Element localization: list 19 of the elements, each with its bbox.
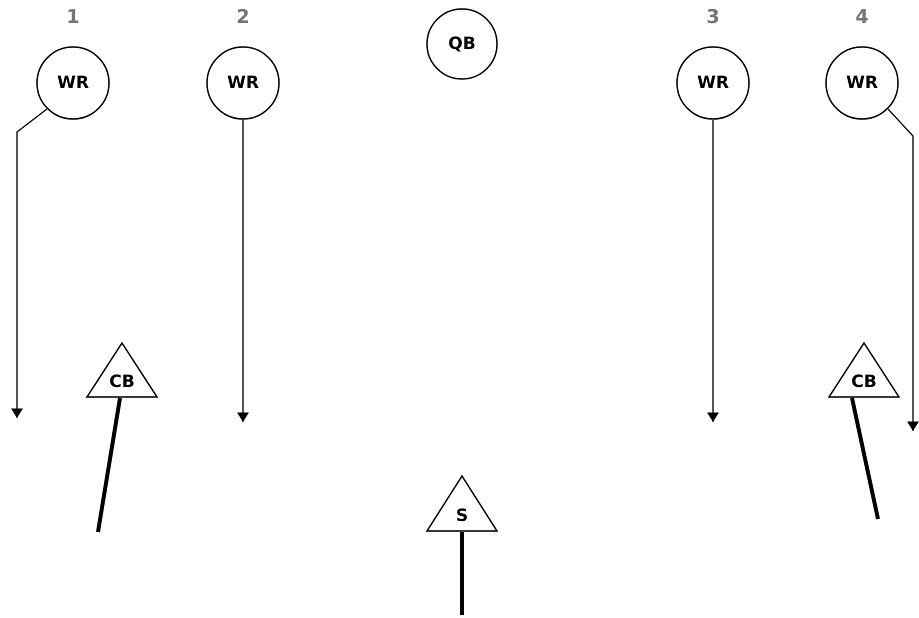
- coverage-line: [96, 398, 122, 532]
- route-arrow: [237, 120, 249, 422]
- route-arrow: [11, 108, 48, 418]
- route-arrow: [888, 108, 919, 431]
- position-number: 4: [854, 6, 870, 28]
- coverage-line: [850, 398, 880, 520]
- coverage-line: [460, 532, 464, 615]
- player-label: S: [454, 506, 470, 526]
- player-label: WR: [696, 73, 730, 93]
- position-number: 3: [705, 6, 721, 28]
- position-number: 1: [65, 6, 81, 28]
- player-label: CB: [108, 372, 136, 392]
- player-label: QB: [447, 34, 477, 54]
- player-label: CB: [850, 372, 878, 392]
- player-label: WR: [845, 73, 879, 93]
- route-arrow: [707, 120, 719, 422]
- player-label: WR: [226, 73, 260, 93]
- player-label: WR: [56, 73, 90, 93]
- position-number: 2: [235, 6, 251, 28]
